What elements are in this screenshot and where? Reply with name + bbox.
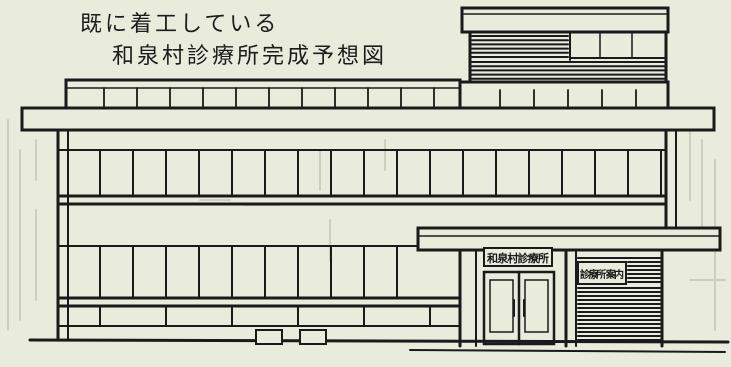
entrance-sign: 和泉村診療所 xyxy=(487,251,549,265)
entrance-block xyxy=(458,247,577,348)
caption-line-2: 和泉村診療所完成予想図 xyxy=(112,44,388,69)
roof-parapet xyxy=(64,78,670,112)
notice-board-text: 診療所 案内 xyxy=(580,268,624,281)
side-wing xyxy=(577,248,664,348)
caption-line-1: 既に着工している xyxy=(80,12,280,37)
building-body xyxy=(56,128,677,342)
ground-line xyxy=(28,338,730,344)
ground-floor-windows xyxy=(99,245,431,327)
upper-floor-windows xyxy=(99,149,662,197)
notice-board xyxy=(577,261,627,285)
footing-blocks xyxy=(255,329,327,345)
side-wing-louvers xyxy=(577,261,661,341)
roof-slab xyxy=(20,106,716,132)
entrance-canopy xyxy=(416,226,722,252)
